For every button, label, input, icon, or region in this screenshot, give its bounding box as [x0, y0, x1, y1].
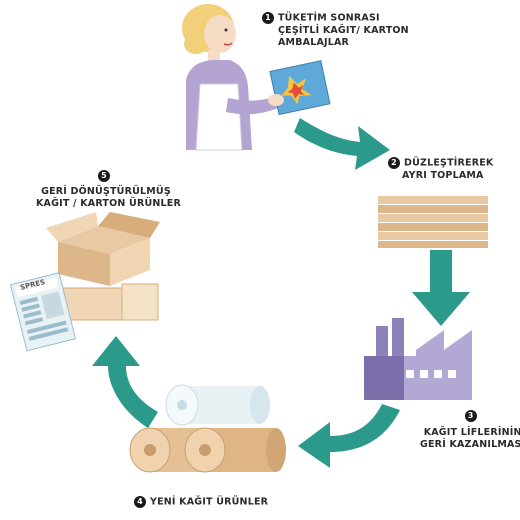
step5-line1: GERİ DÖNÜŞTÜRÜLMÜŞ [41, 185, 171, 197]
factory-illustration [364, 318, 472, 400]
step1-line3: AMBALAJLAR [278, 36, 350, 48]
step1-label: 1 TÜKETİM SONRASI ÇEŞİTLİ KAĞIT/ KARTON A… [262, 12, 409, 49]
step2-label: 2 DÜZLEŞTİREREK AYRI TOPLAMA [388, 157, 493, 182]
step2-line2: AYRI TOPLAMA [402, 169, 484, 181]
step1-number-badge: 1 [262, 12, 274, 24]
step1-line2: ÇEŞİTLİ KAĞIT/ KARTON [278, 24, 409, 36]
step2-number-badge: 2 [388, 157, 400, 169]
step4-number-badge: 4 [134, 496, 146, 508]
arrow-step2-to-step3 [412, 250, 470, 326]
step5-label: 5 GERİ DÖNÜŞTÜRÜLMÜŞ KAĞIT / KARTON ÜRÜN… [36, 170, 181, 210]
step5-line2: KAĞIT / KARTON ÜRÜNLER [36, 197, 181, 209]
step3-number-badge: 3 [464, 410, 477, 422]
step1-line1: TÜKETİM SONRASI [278, 12, 380, 24]
step4-line1: YENİ KAĞIT ÜRÜNLER [150, 496, 269, 508]
person-with-box-illustration [182, 4, 331, 151]
arrow-step1-to-step2 [294, 118, 390, 170]
step5-number-badge: 5 [98, 170, 110, 182]
step2-line1: DÜZLEŞTİREREK [404, 157, 494, 169]
arrow-step3-to-step4 [298, 404, 400, 468]
step3-line2: GERİ KAZANILMASI [420, 438, 520, 450]
newspaper-illustration [9, 272, 77, 352]
step4-label: 4 YENİ KAĞIT ÜRÜNLER [134, 496, 268, 509]
arrow-step4-to-step5 [92, 336, 158, 428]
paper-rolls-illustration [129, 384, 286, 473]
flattened-cardboard-stack-illustration [378, 196, 488, 248]
step3-label: 3 KAĞIT LİFLERİNİN GERİ KAZANILMASI [420, 410, 520, 451]
step3-line1: KAĞIT LİFLERİNİN [423, 426, 520, 438]
